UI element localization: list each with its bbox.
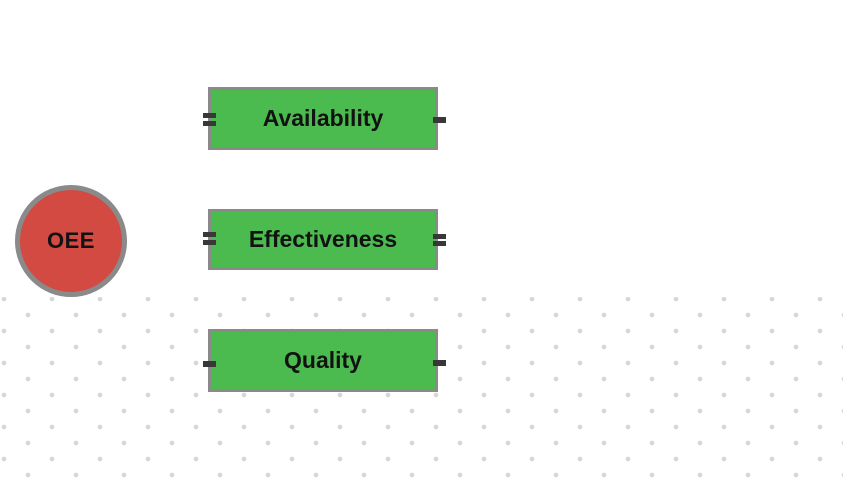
factor-box-quality: Quality [208, 329, 438, 392]
connector-stub [203, 240, 216, 245]
connector-stub [203, 232, 216, 237]
connector-stub [203, 361, 216, 367]
oee-label: OEE [47, 228, 95, 253]
dot-grid-background [0, 297, 843, 488]
connector-stub [433, 241, 446, 246]
factor-box-effectiveness: Effectiveness [208, 209, 438, 270]
connector-stub [433, 360, 446, 366]
availability-label: Availability [262, 105, 384, 131]
factor-box-availability: Availability [208, 87, 438, 150]
effectiveness-label: Effectiveness [248, 226, 398, 252]
quality-label: Quality [284, 347, 362, 373]
connector-stub [203, 113, 216, 118]
connector-stub [433, 234, 446, 239]
connector-stub [433, 117, 446, 123]
oee-circle: OEE [15, 185, 127, 297]
connector-stub [203, 121, 216, 126]
